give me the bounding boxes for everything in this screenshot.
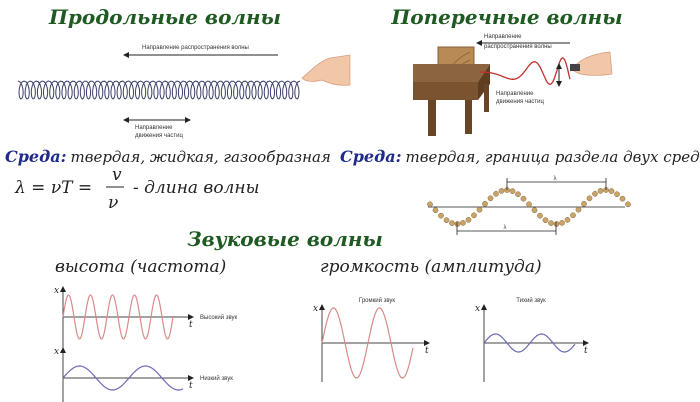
- formula-caption: - длина волны: [133, 178, 259, 198]
- bead: [597, 188, 604, 194]
- pitch-heading: высота (частота): [55, 257, 226, 277]
- transverse-title: Поперечные волны: [390, 5, 622, 29]
- bead: [531, 207, 538, 214]
- bead: [559, 220, 565, 226]
- axis-t-label: t: [425, 346, 429, 356]
- bead: [625, 201, 631, 208]
- sound-wave: [62, 365, 184, 391]
- graph-label: Высокий звук: [200, 314, 238, 321]
- bead: [619, 195, 626, 202]
- bead: [432, 207, 439, 214]
- lambda-bottom-label: λ: [504, 225, 507, 231]
- loud-sound-graph: x t Громкий звук: [313, 297, 430, 382]
- bead: [553, 221, 560, 227]
- bead: [465, 216, 472, 223]
- bead: [526, 201, 532, 208]
- sound-title: Звуковые волны: [187, 227, 383, 251]
- formula-lhs: λ = νT =: [14, 178, 92, 198]
- axis-t-label: t: [189, 381, 193, 391]
- bead: [438, 212, 444, 219]
- high-sound-graph: x t Высокий звук: [54, 286, 238, 350]
- t-propagation-label-1: Направление: [484, 34, 522, 40]
- lambda-top-label: λ: [554, 176, 557, 182]
- bead: [515, 191, 521, 198]
- transverse-medium: Среда:твердая, граница раздела двух сред: [340, 147, 700, 166]
- sound-wave: [62, 294, 174, 340]
- formula-denominator: ν: [108, 193, 118, 213]
- graph-label: Тихий звук: [516, 297, 546, 304]
- graph-label: Низкий звук: [200, 375, 233, 382]
- bead: [548, 220, 554, 226]
- hand-icon: [570, 51, 613, 76]
- bead: [614, 191, 620, 198]
- hand-icon: [301, 54, 351, 86]
- bead: [592, 190, 598, 197]
- axis-x-label: x: [54, 347, 59, 357]
- lambda-bottom-bracket: [456, 222, 557, 235]
- axis-x-label: x: [54, 286, 59, 296]
- bead: [471, 212, 477, 219]
- bead: [575, 206, 582, 213]
- propagation-label: Направление распространения волны: [142, 45, 249, 51]
- low-sound-graph: x t Низкий звук: [54, 347, 233, 402]
- axis-t-label: t: [584, 346, 588, 356]
- formula-numerator: v: [112, 165, 122, 185]
- bead: [608, 188, 615, 194]
- t-particle-label-1: Направление: [496, 91, 534, 97]
- bead: [476, 206, 483, 213]
- graph-label: Громкий звук: [359, 297, 396, 304]
- axis-t-label: t: [189, 320, 193, 330]
- axis-x-label: x: [313, 304, 318, 314]
- bead: [570, 212, 576, 219]
- bead: [460, 220, 466, 226]
- bead: [443, 217, 450, 224]
- spring-coil: [17, 80, 301, 100]
- particle-label-2: движения частиц: [135, 133, 184, 139]
- longitudinal-title: Продольные волны: [48, 5, 281, 29]
- bead: [498, 188, 505, 194]
- bead: [509, 188, 516, 194]
- bead: [487, 195, 494, 202]
- table-with-block: [413, 46, 490, 136]
- bead: [586, 195, 593, 202]
- bead: [427, 201, 433, 208]
- t-particle-label-2: движения частиц: [496, 99, 545, 105]
- lambda-top-bracket: [506, 178, 607, 190]
- quiet-sound-graph: x t Тихий звук: [475, 297, 589, 382]
- bead: [581, 200, 587, 207]
- t-propagation-label-2: распространения волны: [484, 44, 552, 50]
- bead: [449, 220, 455, 226]
- bead: [482, 200, 488, 207]
- bead: [493, 190, 499, 197]
- bead-chain: [427, 187, 631, 227]
- bead: [520, 195, 527, 202]
- bead: [564, 216, 571, 223]
- axis-x-label: x: [475, 304, 480, 314]
- bead: [537, 212, 543, 219]
- bead: [454, 221, 461, 227]
- loudness-heading: громкость (амплитуда): [320, 257, 542, 277]
- longitudinal-medium: Среда:твердая, жидкая, газообразная: [5, 147, 331, 166]
- wave-string: [480, 57, 571, 85]
- sound-wave: [321, 307, 414, 379]
- particle-label-1: Направление: [135, 125, 173, 131]
- sound-wave: [483, 333, 576, 353]
- bead: [542, 217, 549, 224]
